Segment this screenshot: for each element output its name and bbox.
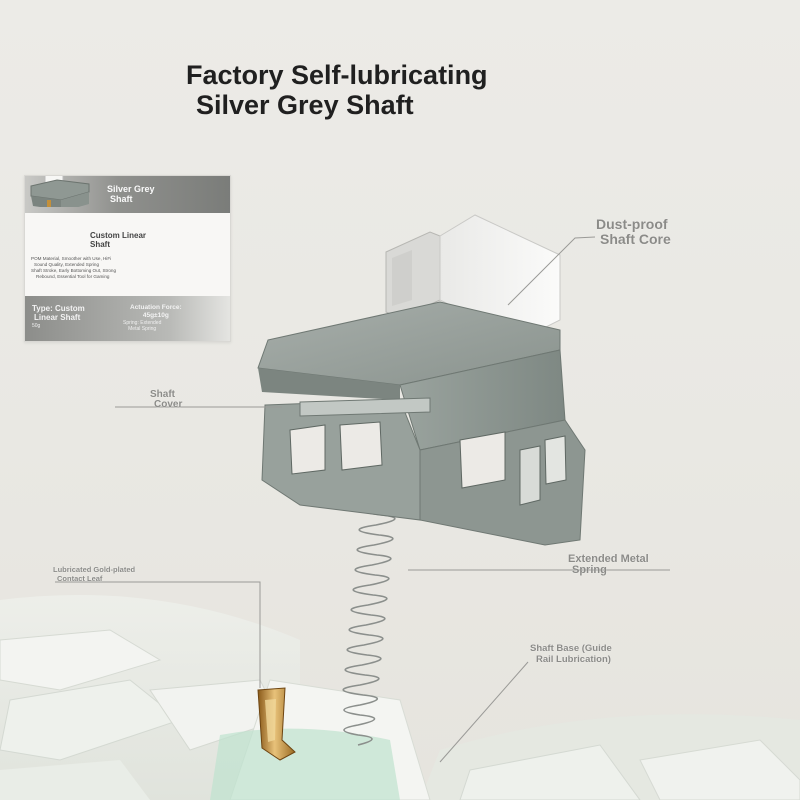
spec-card-subtitle: Custom Linear Shaft [90, 231, 146, 249]
callout-leaf-line-2: Contact Leaf [57, 574, 103, 583]
spec-card-type: Type: Custom Linear Shaft [32, 304, 85, 322]
callout-base-line-2: Rail Lubrication) [536, 654, 611, 665]
spec-card-description: POM Material, Smoother with Use, HiFi So… [31, 256, 227, 280]
spec-card-spring-line-2: Metal Spring [128, 326, 157, 332]
title-line-1: Factory Self-lubricating [186, 60, 488, 90]
spec-card-footer: Type: Custom Linear Shaft 50g Actuation … [25, 296, 230, 341]
callout-leaf-line-1: Lubricated Gold-plated [53, 565, 136, 574]
callout-dust-line-1: Dust-proof [596, 216, 668, 232]
callout-shaft-cover: Shaft Cover [150, 390, 182, 410]
spec-card-spring-line-1: Spring: Extended [123, 320, 162, 326]
gold-contact-leaf [257, 687, 296, 761]
spec-card-type-line-2: Linear Shaft [34, 313, 81, 322]
switch-housing [257, 214, 586, 546]
spec-card-name-line-2: Shaft [110, 194, 133, 204]
callout-cover-line-2: Cover [154, 399, 183, 410]
callout-cover-line-1: Shaft [150, 389, 175, 400]
spec-card-subtitle-line-2: Shaft [90, 240, 110, 249]
spec-card-type-line-1: Type: Custom [32, 304, 85, 313]
spec-card-desc-line-4: Rebound, Essential Tool for Gaming [36, 274, 110, 279]
spec-card-name-line-1: Silver Grey [107, 184, 155, 194]
callout-spring-line-1: Extended Metal [568, 553, 649, 565]
spec-card-desc-line-2: Sound Quality, Extended Spring [34, 262, 100, 267]
spec-card-desc-line-1: POM Material, Smoother with Use, HiFi [31, 256, 112, 261]
callout-extended-spring: Extended Metal Spring [568, 554, 649, 576]
spec-card-force-small: 50g [32, 323, 41, 329]
spec-card-subtitle-line-1: Custom Linear [90, 231, 147, 240]
spec-card-header: Silver Grey Shaft [25, 176, 230, 213]
page-title: Factory Self-lubricating Silver Grey Sha… [186, 60, 488, 120]
spec-card-actuation: Actuation Force: 45g±10g [130, 304, 182, 320]
switch-thumbnail-icon [30, 176, 90, 207]
title-line-2: Silver Grey Shaft [196, 90, 414, 120]
spec-card-actuation-label: Actuation Force: [130, 304, 182, 311]
leader-lines [55, 236, 670, 763]
callout-shaft-base: Shaft Base (Guide Rail Lubrication) [530, 643, 612, 665]
callout-contact-leaf: Lubricated Gold-plated Contact Leaf [53, 565, 135, 583]
callout-dust-line-2: Shaft Core [600, 231, 671, 247]
spec-card: Silver Grey Shaft Custom Linear Shaft PO… [24, 175, 231, 342]
spec-card-desc-line-3: Shaft Stroke, Early Bottoming Out, Stron… [31, 268, 117, 273]
callout-base-line-1: Shaft Base (Guide [530, 643, 612, 654]
callout-dust-proof-core: Dust-proof Shaft Core [596, 217, 671, 247]
callout-spring-line-2: Spring [572, 564, 607, 576]
keyboard-background [0, 595, 800, 800]
spec-card-spring: Spring: Extended Metal Spring [123, 320, 161, 332]
spec-card-name: Silver Grey Shaft [107, 184, 155, 204]
spec-card-actuation-value: 45g±10g [142, 312, 169, 319]
